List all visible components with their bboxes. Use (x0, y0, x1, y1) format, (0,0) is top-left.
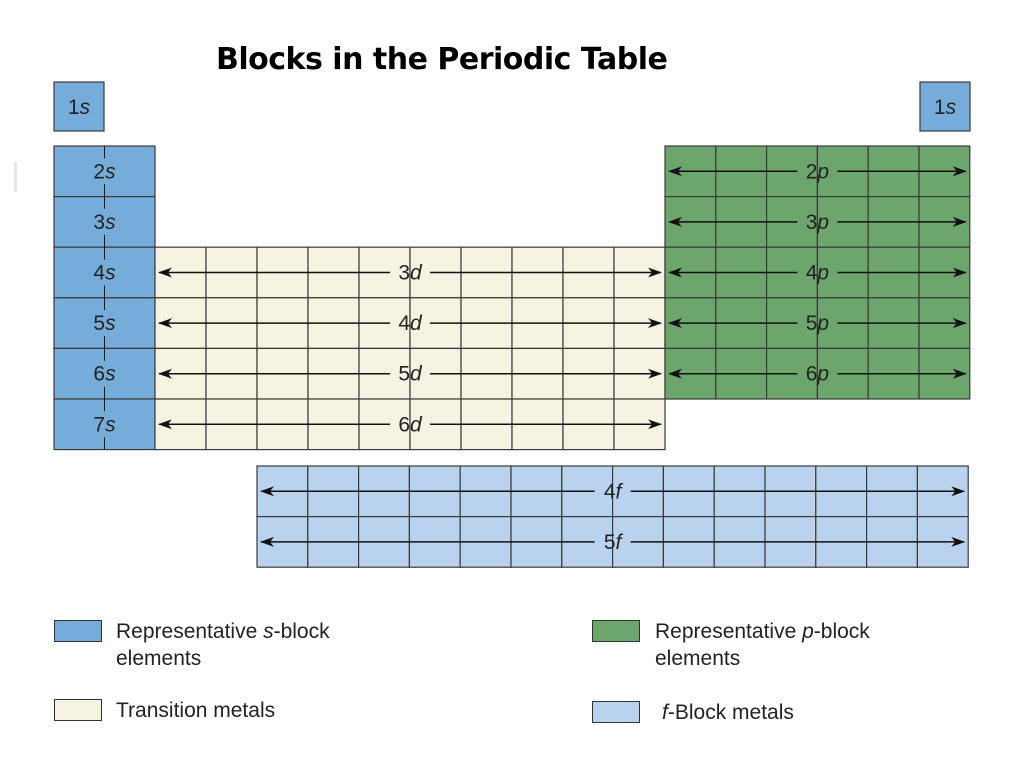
row-label: 6p (806, 362, 829, 385)
row-label: 4d (398, 312, 423, 335)
s-block-label-1s-right: 1s (934, 96, 957, 119)
s-block-label-3s: 3s (93, 210, 116, 233)
s-block-1s-right (919, 81, 971, 132)
legend-swatch-transition-metals (54, 699, 102, 721)
d-block-row-4d: 4d (158, 312, 662, 335)
row-label: 4p (806, 261, 829, 284)
legend-swatch-s-block (54, 620, 102, 642)
grid-cell (53, 81, 105, 132)
s-block-label-6s: 6s (93, 362, 116, 385)
legend-swatch-f-block (592, 701, 640, 723)
p-block-row-6p: 6p (668, 362, 967, 385)
d-block-row-6d: 6d (158, 413, 662, 436)
row-label: 5d (398, 362, 423, 385)
p-block-row-5p: 5p (668, 312, 967, 335)
s-block-label-5s: 5s (93, 312, 116, 335)
f-block-row-5f: 5f (260, 530, 966, 553)
row-label: 6d (398, 413, 423, 436)
s-block-1s-left (53, 81, 105, 132)
row-label: 2p (806, 160, 829, 183)
s-block-label-2s: 2s (93, 160, 116, 183)
edge-artifact (14, 162, 17, 192)
row-label: 3p (806, 210, 829, 233)
p-block-row-3p: 3p (668, 210, 967, 233)
row-label: 5f (604, 530, 624, 553)
s-block-label-7s: 7s (93, 413, 116, 436)
legend-swatch-p-block (592, 620, 640, 642)
f-block-row-4f: 4f (260, 480, 966, 503)
s-block-label-4s: 4s (93, 261, 116, 284)
page-title: Blocks in the Periodic Table (216, 42, 668, 77)
legend-label-p-block: Representative p-block elements (655, 620, 870, 670)
p-block-row-2p: 2p (668, 160, 967, 183)
legend-label-s-block: Representative s-block elements (116, 620, 330, 670)
legend-label-f-block: f-Block metals (662, 701, 794, 724)
d-block-row-5d: 5d (158, 362, 662, 385)
legend-label-transition-metals: Transition metals (116, 699, 276, 722)
d-block-row-3d: 3d (158, 261, 662, 284)
p-block-row-4p: 4p (668, 261, 967, 284)
row-label: 4f (604, 480, 624, 503)
row-label: 3d (398, 261, 423, 284)
s-block-label-1s-left: 1s (68, 96, 91, 119)
row-label: 5p (806, 312, 829, 335)
grid-cell (919, 81, 971, 132)
